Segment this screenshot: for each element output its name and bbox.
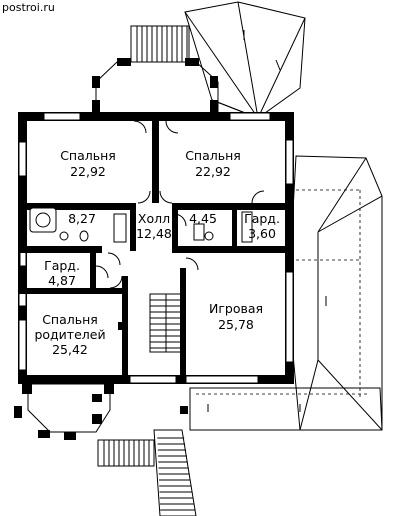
room-area: 4,87 (48, 273, 76, 288)
windows (18, 112, 294, 384)
roof-outline-right (287, 155, 383, 431)
room-area: 3,60 (248, 226, 276, 241)
room-master-bedroom: Спальня родителей 25,42 (34, 312, 105, 357)
room-name-line1: Спальня (42, 312, 98, 327)
room-area: 4,45 (189, 211, 217, 226)
room-area: 25,42 (52, 342, 88, 357)
room-area: 25,78 (218, 317, 254, 332)
room-bathroom-1: 8,27 (68, 211, 96, 226)
room-wardrobe-1: Гард. 3,60 (244, 211, 280, 241)
room-area: 8,27 (68, 211, 96, 226)
interior-stair (149, 293, 183, 353)
south-bay-balcony (14, 383, 188, 440)
north-stairs (130, 25, 190, 63)
bathroom-fixtures (29, 207, 253, 243)
room-name: Холл (138, 211, 170, 226)
room-area: 12,48 (136, 226, 172, 241)
north-bay-balcony (92, 58, 219, 116)
room-hall: Холл 12,48 (136, 211, 172, 241)
site-watermark: postroi.ru (2, 1, 55, 14)
room-bedroom-1: Спальня 22,92 (60, 148, 116, 179)
room-bedroom-2: Спальня 22,92 (185, 148, 241, 179)
room-name: Гард. (244, 211, 280, 226)
room-wardrobe-2: Гард. 4,87 (44, 258, 80, 288)
room-name: Гард. (44, 258, 80, 273)
room-bathroom-2: 4,45 (189, 211, 217, 226)
door-swings (95, 120, 265, 289)
room-area: 22,92 (195, 164, 231, 179)
interior-walls (18, 121, 294, 384)
roof-outline-top (184, 1, 306, 119)
room-area: 22,92 (70, 164, 106, 179)
roof-outline-bottom (189, 387, 383, 431)
room-name-line2: родителей (34, 327, 105, 342)
entrance-stairs (97, 429, 197, 516)
room-playroom: Игровая 25,78 (209, 301, 263, 332)
room-name: Игровая (209, 301, 263, 316)
room-name: Спальня (185, 148, 241, 163)
room-name: Спальня (60, 148, 116, 163)
